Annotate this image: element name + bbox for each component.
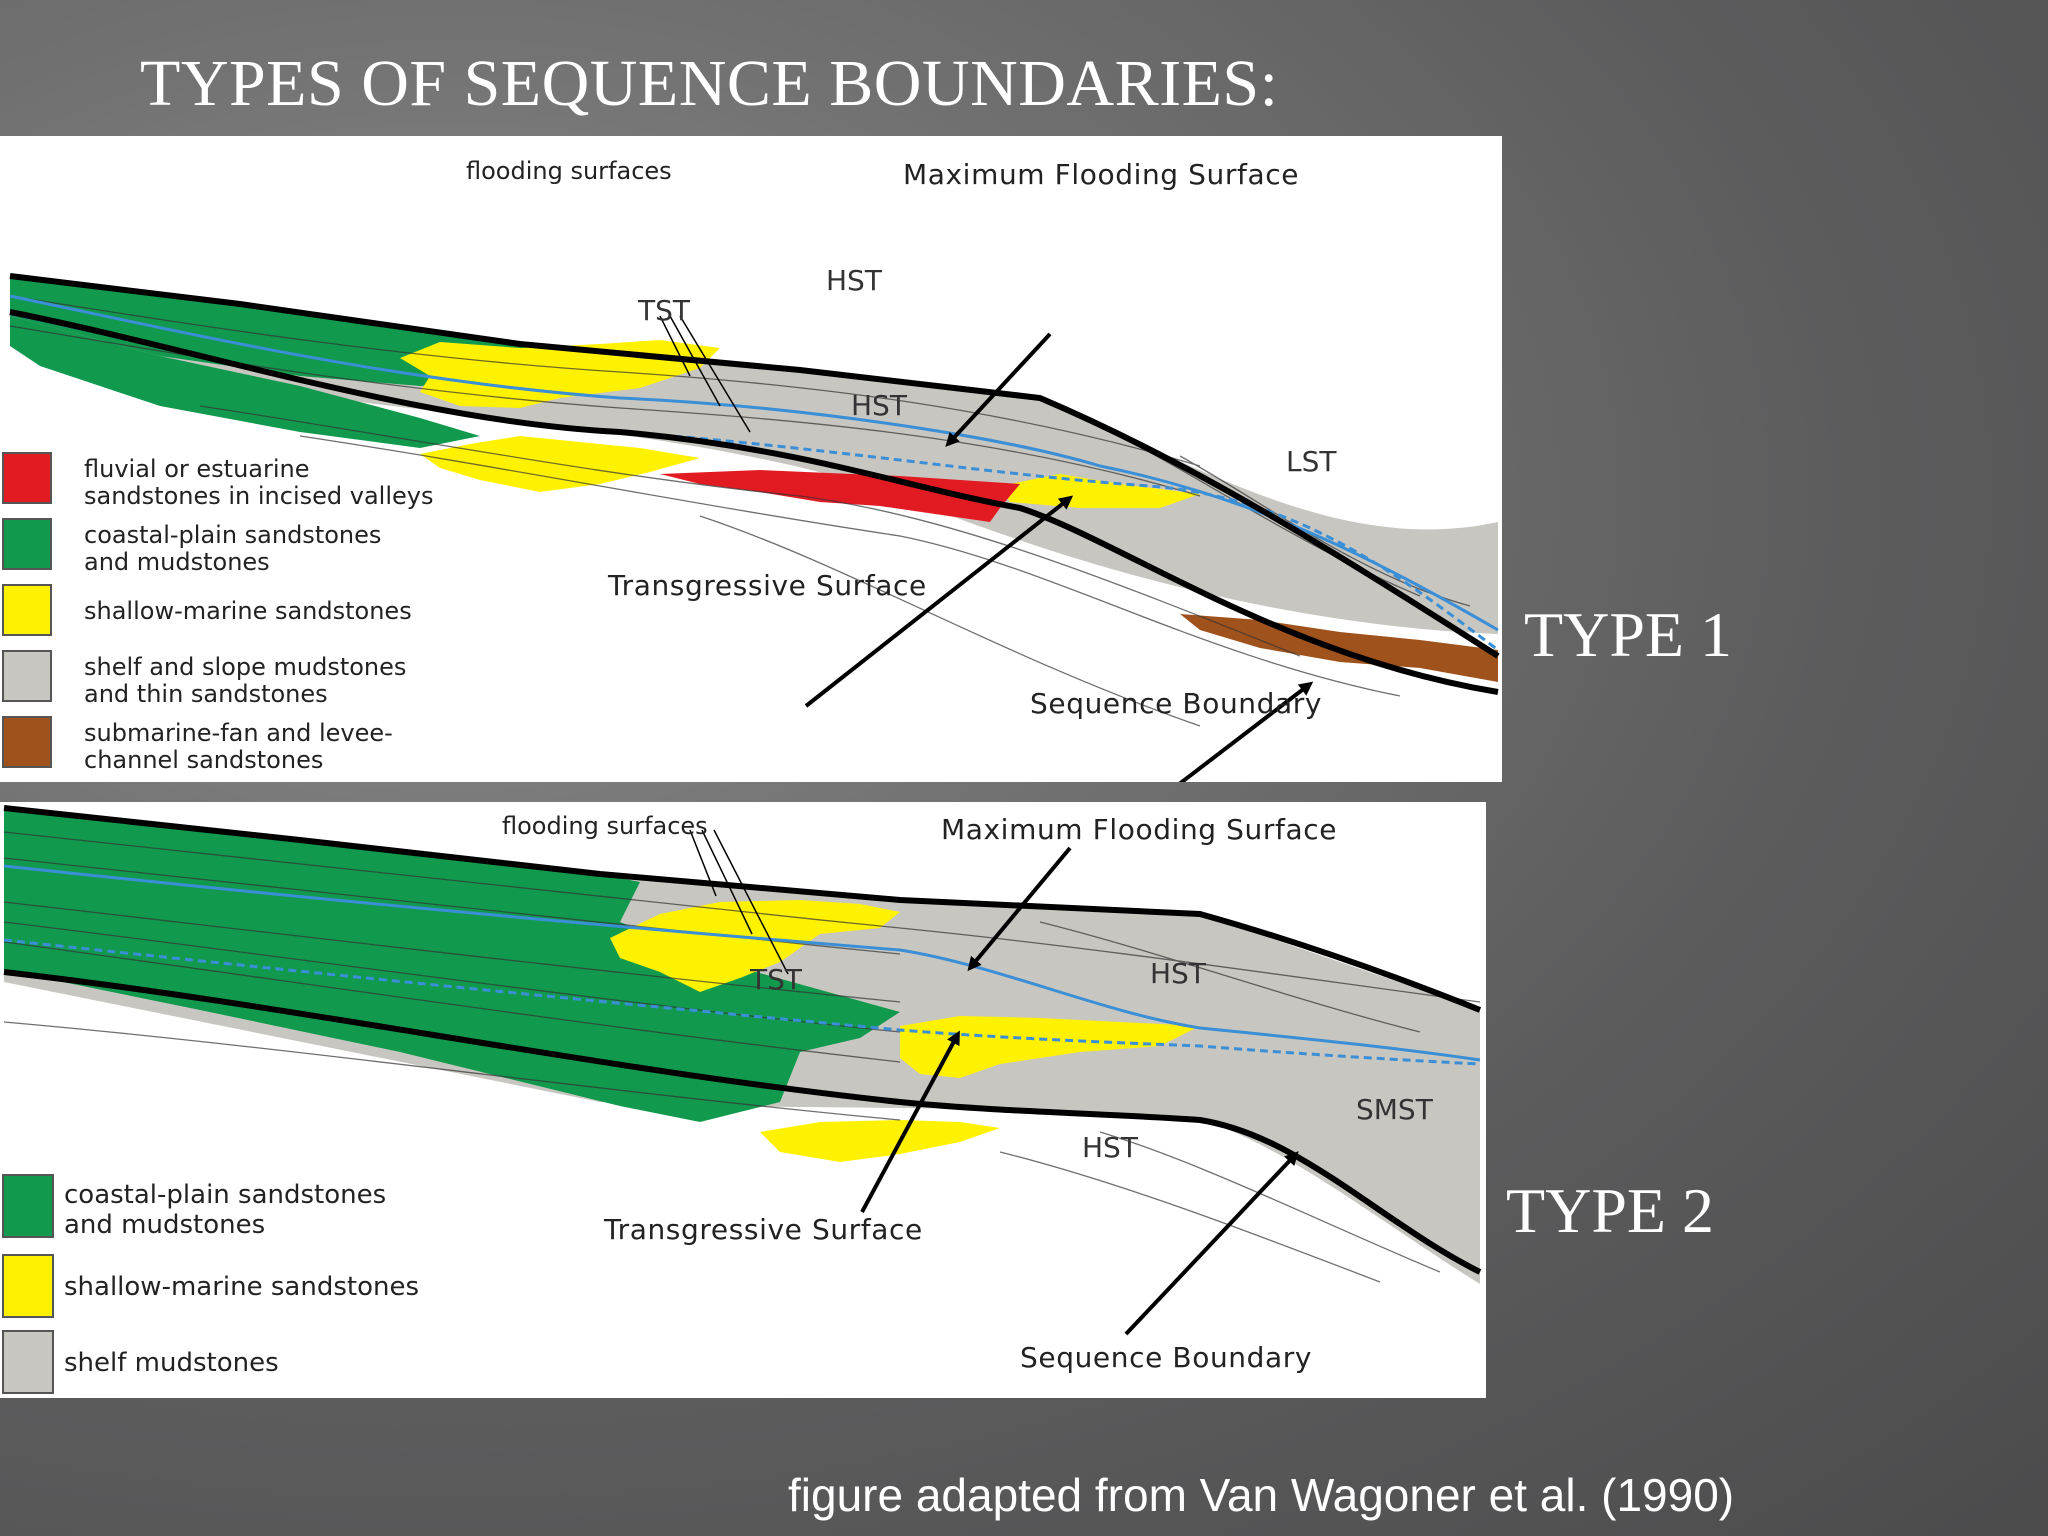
shallow-swatch — [2, 1254, 54, 1318]
type1-top-surface — [9, 273, 1500, 659]
type2-diagram-panel: flooding surfaces Maximum Flooding Surfa… — [0, 802, 1486, 1398]
type2-sb-label: Sequence Boundary — [1020, 1341, 1313, 1374]
fan-swatch — [2, 716, 52, 768]
type2-sb-arrow — [1124, 1151, 1299, 1336]
type2-ts-label: Transgressive Surface — [604, 1213, 923, 1246]
type1-sequence-boundary — [9, 309, 1499, 695]
type2-cross-section — [3, 805, 1482, 1336]
type1-hst-upper-label: HST — [826, 264, 882, 297]
type1-mfs-arrow — [945, 332, 1052, 447]
type1-flooding-surfaces-pointer — [659, 315, 691, 377]
type2-max-flooding-surface — [3, 864, 1481, 1062]
type1-incised-valley-fill — [660, 470, 1020, 522]
type1-shallow-marine-lowstand — [1000, 474, 1200, 508]
shelf-swatch — [2, 1330, 54, 1394]
type2-mfs-arrow — [967, 846, 1072, 972]
type1-legend-label: shallow-marine sandstones — [84, 597, 412, 625]
type1-coastal-plain-lower — [10, 316, 480, 448]
coastal-swatch — [2, 1174, 54, 1238]
type2-flooding-surfaces-label: flooding surfaces — [502, 812, 708, 840]
type2-ts-arrow — [860, 1030, 960, 1213]
type2-legend-label: coastal-plain sandstones and mudstones — [64, 1180, 387, 1240]
slide-title: TYPES OF SEQUENCE BOUNDARIES: — [140, 47, 1279, 120]
type2-smst-label: SMST — [1356, 1093, 1433, 1126]
type1-cross-section — [9, 273, 1500, 782]
type2-legend-label: shallow-marine sandstones — [64, 1272, 419, 1302]
type2-tst-label: TST — [750, 963, 802, 996]
type2-coastal-plain-body — [4, 808, 900, 1122]
type1-sb-label: Sequence Boundary — [1030, 687, 1323, 720]
type1-ts-label: Transgressive Surface — [608, 569, 927, 602]
type2-hst-lower-label: HST — [1082, 1131, 1138, 1164]
type2-legend-label: shelf mudstones — [64, 1348, 279, 1378]
type1-mfs-label: Maximum Flooding Surface — [903, 158, 1300, 191]
shallow-swatch — [2, 584, 52, 636]
type1-bedding-lines — [9, 295, 1471, 727]
type2-shallow-marine-upper — [610, 900, 900, 992]
type2-top-surface — [3, 805, 1482, 1013]
type1-diagram-panel: flooding surfaces Maximum Flooding Surfa… — [0, 136, 1502, 782]
type2-transgressive-surface-line — [3, 938, 1481, 1066]
type2-label: TYPE 2 — [1506, 1175, 1714, 1246]
type1-legend-label: submarine-fan and levee- channel sandsto… — [84, 719, 393, 774]
shelf-swatch — [2, 650, 52, 702]
type2-shallow-marine-lower — [760, 1120, 1000, 1162]
type2-mfs-label: Maximum Flooding Surface — [941, 813, 1338, 846]
type1-hst-lower-label: HST — [851, 389, 907, 422]
type1-label: TYPE 1 — [1524, 599, 1732, 670]
type1-legend-label: shelf and slope mudstones and thin sands… — [84, 653, 407, 708]
type1-legend-label: coastal-plain sandstones and mudstones — [84, 521, 382, 576]
type2-shallow-marine-middle — [900, 1016, 1200, 1078]
figure-caption: figure adapted from Van Wagoner et al. (… — [788, 1469, 1735, 1521]
type2-flooding-surfaces-pointer — [689, 829, 717, 897]
type1-ts-arrow — [804, 495, 1074, 708]
type1-flooding-surfaces-label: flooding surfaces — [466, 157, 672, 185]
type1-sb-arrow — [1178, 681, 1314, 782]
type1-legend-label: fluvial or estuarine sandstones in incis… — [84, 455, 434, 510]
type1-lst-label: LST — [1286, 445, 1337, 478]
type1-tst-label: TST — [638, 294, 690, 327]
fluvial-swatch — [2, 452, 52, 504]
type2-sequence-boundary — [3, 969, 1482, 1275]
type2-hst-upper-label: HST — [1150, 957, 1206, 990]
coastal-swatch — [2, 518, 52, 570]
